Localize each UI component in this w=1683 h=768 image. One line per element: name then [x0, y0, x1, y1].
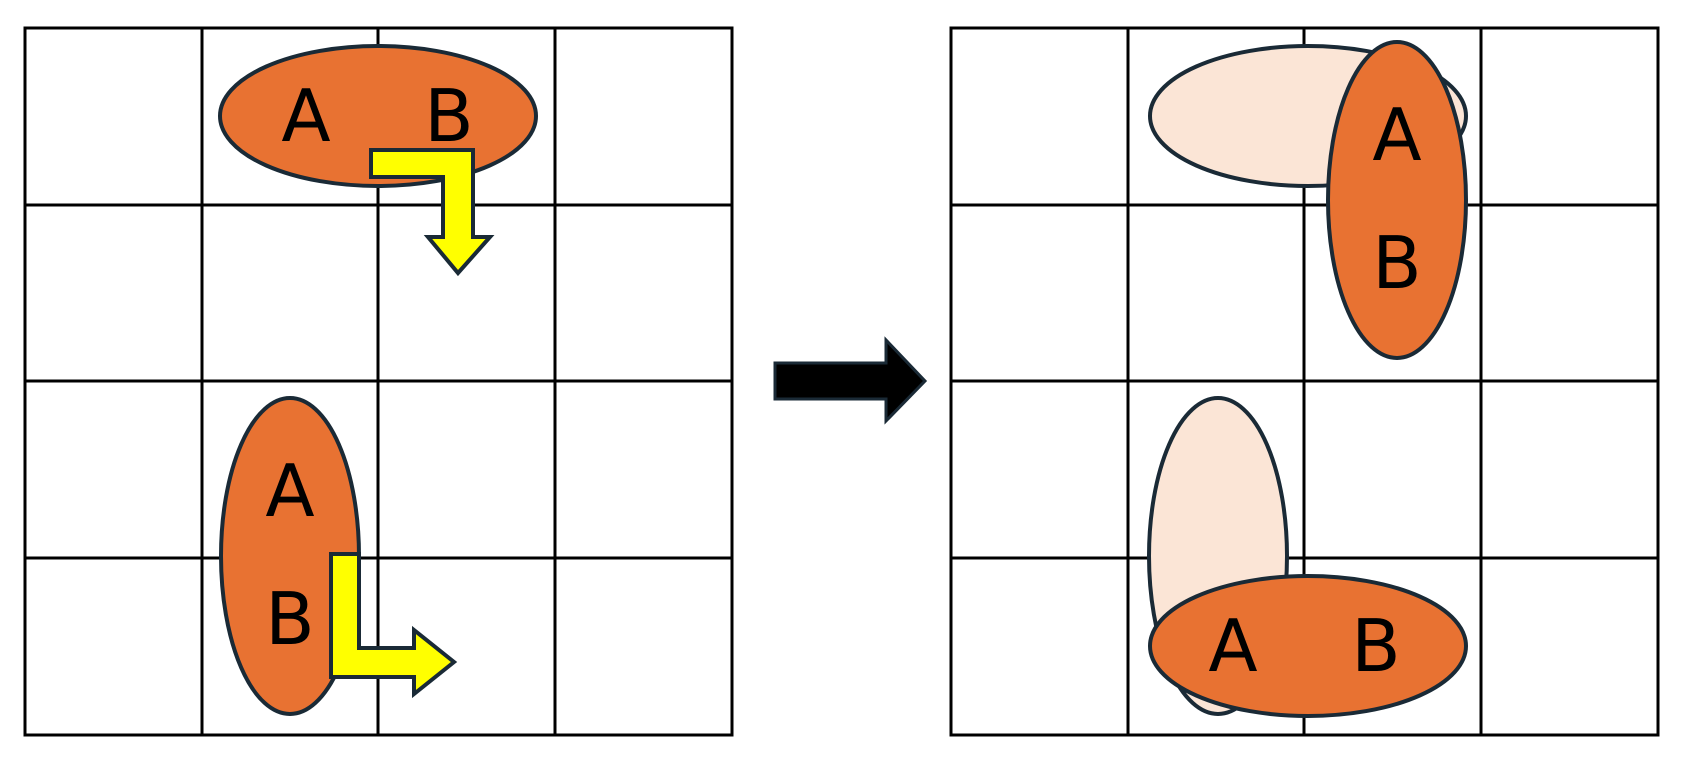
right-bottom-piece-label-b: B — [1351, 604, 1400, 688]
right-top-piece-label-b: B — [1372, 221, 1421, 305]
left-top-piece-label-a: A — [281, 74, 330, 158]
right-top-piece-label-a: A — [1372, 93, 1421, 177]
left-top-piece-label-b: B — [424, 74, 473, 158]
right-bottom-piece-label-a: A — [1208, 604, 1257, 688]
move-arrow-down — [369, 148, 495, 277]
move-arrow-right — [329, 552, 458, 699]
left-grid — [23, 26, 734, 737]
right-top-piece — [1326, 40, 1468, 360]
right-bottom-piece — [1148, 574, 1468, 718]
left-bottom-piece-label-a: A — [265, 449, 314, 533]
transition-arrow — [773, 336, 928, 425]
left-bottom-piece-label-b: B — [265, 577, 314, 661]
